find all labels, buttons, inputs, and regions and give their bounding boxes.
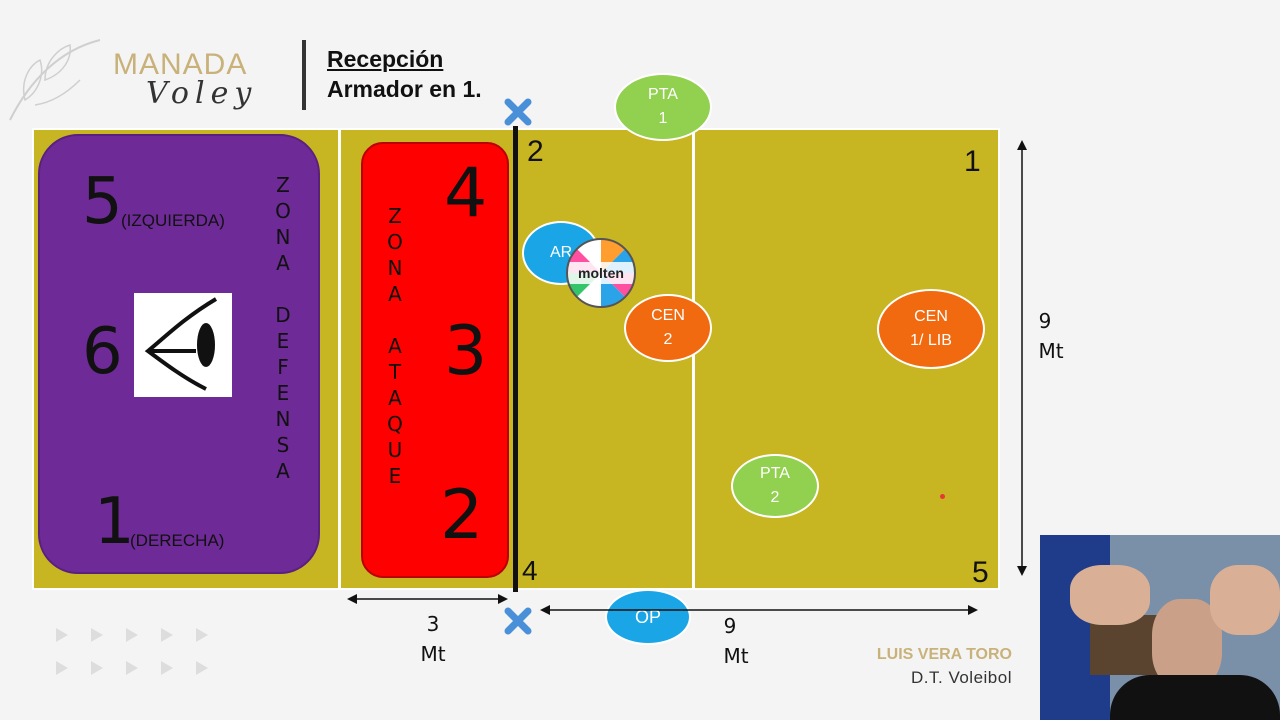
leaf-icon: [9, 39, 101, 121]
play-arrow-icon: [161, 628, 173, 642]
zone-label-letter: A: [276, 459, 290, 483]
net-label-bottom: 4: [522, 555, 538, 586]
zone-label-letter: N: [275, 407, 291, 431]
title-line1: Recepción: [327, 46, 444, 72]
play-arrow-icon: [196, 661, 208, 675]
play-arrow-icon: [56, 661, 68, 675]
player-pta1: PTA 1: [614, 73, 712, 141]
player-pta1-line2: 1: [658, 110, 668, 127]
net-marker-bottom-icon: [504, 607, 532, 635]
court-width-unit: Mt: [1038, 339, 1064, 363]
play-arrow-icon: [196, 628, 208, 642]
position-1-note: (DERECHA): [130, 531, 225, 550]
position-5-note: (IZQUIERDA): [121, 211, 225, 230]
ball-icon: molten: [564, 236, 638, 310]
player-pta1-line1: PTA: [648, 86, 678, 103]
play-arrow-icon: [126, 628, 138, 642]
corner-label-bottom-right: 5: [972, 556, 989, 589]
eye-image: [134, 293, 232, 397]
webcam-video: [1040, 535, 1280, 720]
court-width-arrow: [1017, 140, 1027, 576]
ball-brand: molten: [578, 265, 624, 281]
attack-width-value: 3: [426, 612, 440, 636]
zone-label-letter: F: [277, 355, 289, 379]
zone-label-letter: A: [388, 334, 402, 358]
zone-label-letter: N: [387, 256, 403, 280]
position-3: 3: [444, 312, 488, 391]
court-length-arrow: [540, 605, 978, 615]
play-arrow-icon: [56, 628, 68, 642]
attack-zone: [361, 142, 509, 578]
position-2: 2: [440, 476, 484, 555]
zone-label-letter: E: [276, 329, 290, 353]
zone-label-letter: [383, 307, 407, 333]
attack-line-right: [692, 128, 695, 590]
webcam-hand-right: [1210, 565, 1280, 635]
zone-label-letter: D: [275, 303, 291, 327]
player-ar-label: AR: [550, 244, 573, 261]
zone-label-letter: Z: [276, 173, 290, 197]
zone-label-letter: U: [387, 438, 403, 462]
player-pta2: PTA 2: [731, 454, 819, 518]
attack-width-unit: Mt: [420, 642, 446, 666]
zone-label-letter: A: [388, 386, 402, 410]
zone-label-letter: N: [275, 225, 291, 249]
player-op: OP: [605, 589, 691, 645]
zone-label-letter: Z: [388, 204, 402, 228]
zone-label-letter: O: [275, 199, 291, 223]
play-arrow-icon: [91, 661, 103, 675]
player-op-label: OP: [634, 607, 661, 627]
position-1: 1: [94, 485, 135, 559]
title-divider: [302, 40, 306, 110]
zone-label-letter: A: [276, 251, 290, 275]
author-name: LUIS VERA TORO: [876, 646, 1012, 663]
player-cen2-line2: 2: [663, 331, 673, 348]
logo: MANADA Voley: [0, 20, 280, 130]
logo-title: MANADA: [113, 48, 248, 81]
logo-subtitle: Voley: [146, 76, 258, 111]
pointer-dot: [940, 494, 945, 499]
play-arrow-icon: [161, 661, 173, 675]
attack-line-left: [338, 128, 341, 590]
corner-label-top-right: 1: [964, 145, 981, 178]
attack-width-arrow: [347, 594, 508, 604]
zone-label-letter: E: [388, 464, 402, 488]
decorative-arrows: [56, 628, 216, 684]
author-role: D.T. Voleibol: [911, 668, 1012, 687]
net: [513, 126, 518, 592]
zone-label-letter: E: [276, 381, 290, 405]
zone-label-letter: T: [388, 360, 402, 384]
player-cen1-lib-line1: CEN: [914, 308, 948, 325]
player-cen2-line1: CEN: [651, 307, 685, 324]
player-cen1-lib-line2: 1/ LIB: [910, 332, 952, 349]
player-pta2-line2: 2: [770, 489, 780, 506]
position-5: 5: [82, 165, 123, 239]
zone-label-letter: [271, 276, 295, 302]
eye-icon: [144, 297, 218, 391]
court-width-value: 9: [1038, 309, 1052, 333]
court-length-value: 9: [723, 614, 737, 638]
net-label-top: 2: [527, 135, 544, 168]
net-marker-top-icon: [504, 98, 532, 126]
webcam-shirt: [1110, 675, 1280, 720]
position-6: 6: [82, 315, 123, 389]
player-cen1-lib: CEN 1/ LIB: [877, 289, 985, 369]
position-4: 4: [444, 154, 488, 233]
zone-label-letter: S: [276, 433, 290, 457]
zone-label-letter: Q: [387, 412, 403, 436]
zone-label-letter: O: [387, 230, 403, 254]
title-line2: Armador en 1.: [327, 76, 482, 102]
zone-label-letter: A: [388, 282, 402, 306]
play-arrow-icon: [126, 661, 138, 675]
court-length-unit: Mt: [723, 644, 749, 668]
player-pta2-line1: PTA: [760, 465, 790, 482]
webcam-hand-left: [1070, 565, 1150, 625]
play-arrow-icon: [91, 628, 103, 642]
player-cen2: CEN 2: [624, 294, 712, 362]
